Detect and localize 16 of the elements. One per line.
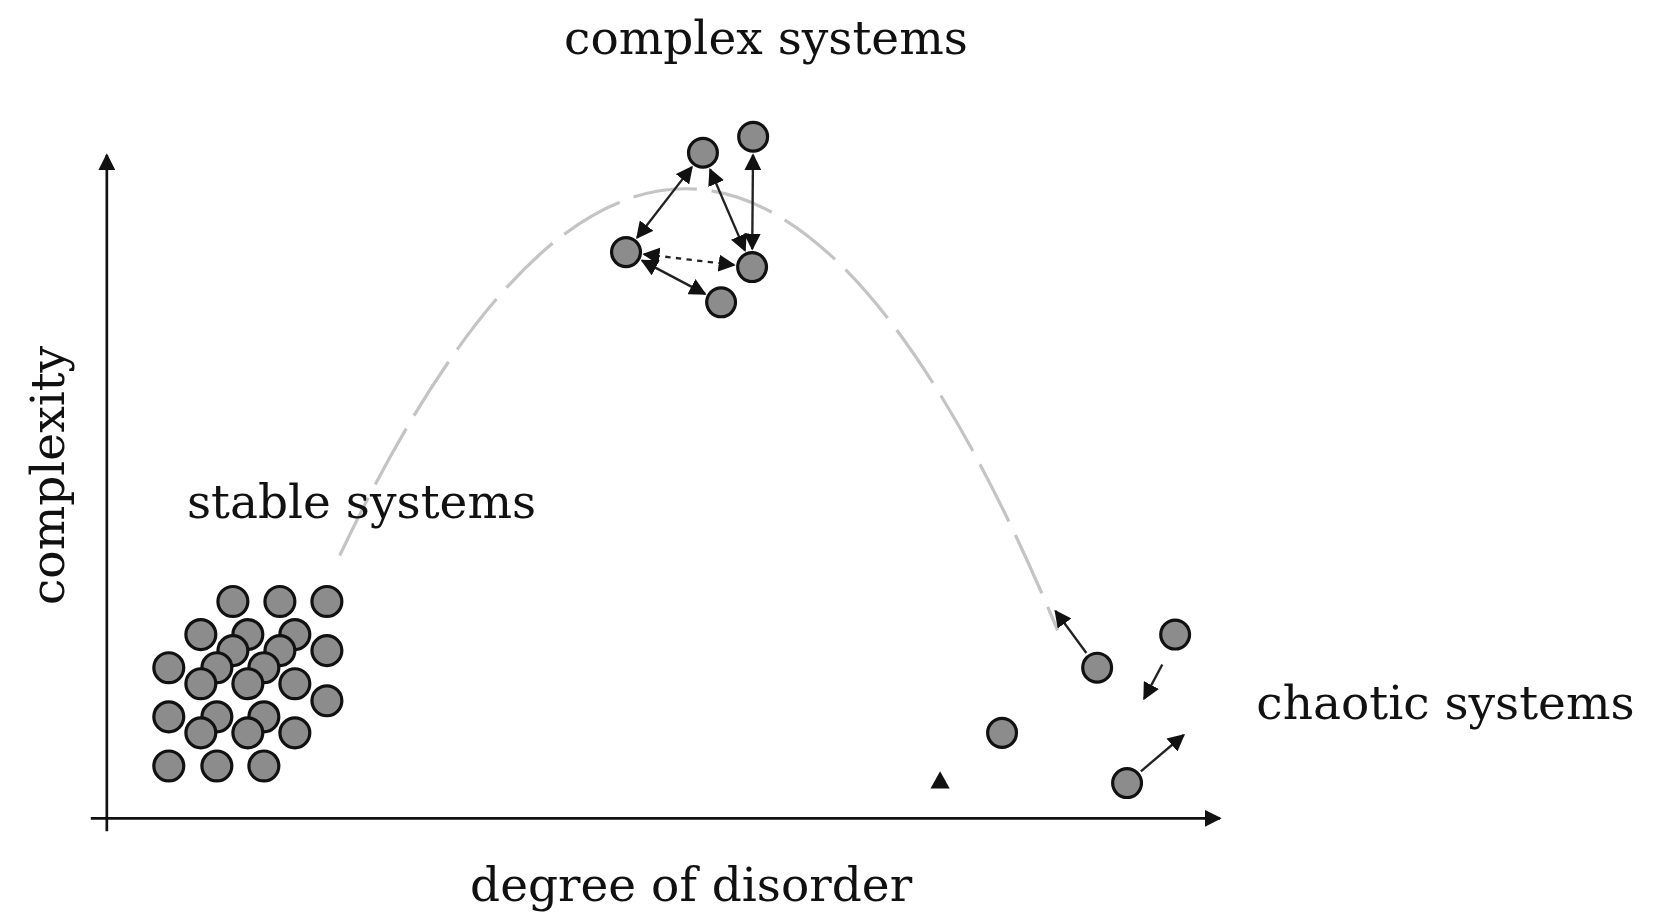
arrow <box>642 247 736 272</box>
arrow <box>1140 733 1185 773</box>
particle-circle <box>736 251 769 284</box>
particle-circle <box>737 120 770 153</box>
particle-circle <box>1081 651 1114 684</box>
particle-circle <box>1159 618 1192 651</box>
arrow <box>1054 609 1088 654</box>
particle-circle <box>1111 767 1144 800</box>
arrow <box>640 259 707 295</box>
arrow <box>743 153 762 251</box>
particle-circle <box>705 286 738 319</box>
particle-circle <box>986 716 1019 749</box>
particle-circle <box>610 236 643 269</box>
arrow <box>708 167 747 252</box>
arrow <box>636 165 693 240</box>
particle-circle <box>686 136 719 169</box>
